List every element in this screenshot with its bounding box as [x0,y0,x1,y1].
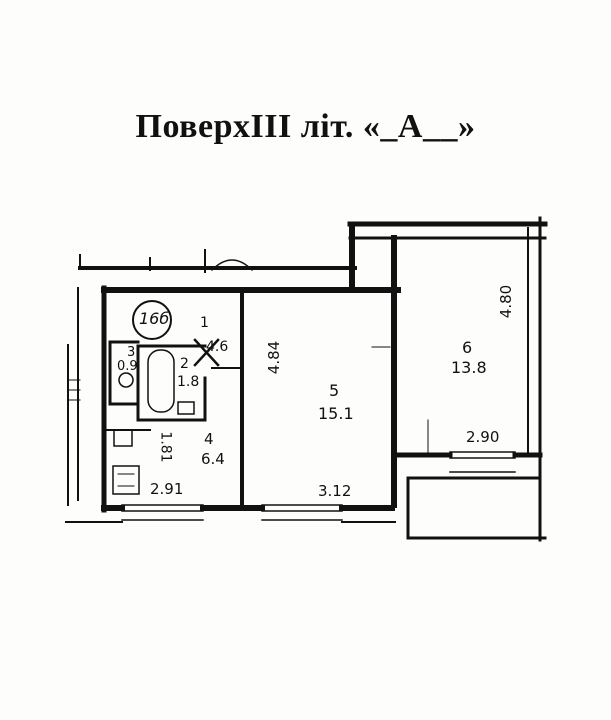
window-room5 [261,504,343,521]
wall-room6-lower [406,476,547,540]
title-prefix: Поверх [135,108,251,145]
window-kitchen [121,504,204,521]
room-4-area: 6.4 [201,450,225,468]
stove [112,465,140,495]
arc-fragment [210,259,254,272]
sink [177,401,195,415]
room-6-area: 13.8 [451,358,487,377]
title-letter: _А__ [380,108,458,145]
floor-plan-title: ПоверхIII літ. «_А__» [0,108,611,158]
room-3-area: 0.9 [117,359,138,374]
room-1-area: 4.6 [206,339,229,355]
kitchen-sink [113,429,133,447]
room-6-number: 6 [462,338,473,357]
stove-burners [117,473,135,487]
stair-marks [67,379,81,401]
wall-wc [108,340,140,406]
room-5-number: 5 [329,381,340,400]
dim-room5-height: 4.84 [265,340,284,375]
stamp-circle [132,300,172,340]
room-4-number: 4 [204,430,214,448]
dim-room6-height: 4.80 [497,284,516,319]
vent-cross [193,338,220,367]
wall-fragment-top [79,249,206,273]
stamp-label: 16б [139,309,170,328]
wall-bath [136,344,207,422]
room-2-number: 2 [180,356,189,372]
window-room6 [449,451,516,473]
dim-room4-width: 2.91 [150,480,184,498]
room-2-area: 1.8 [177,374,200,390]
room-5-area: 15.1 [318,404,354,423]
room-3-number: 3 [127,345,136,360]
title-suffix: » [457,108,476,145]
toilet [118,372,134,388]
bathtub [147,349,175,413]
dim-room5-width: 3.12 [318,482,352,500]
dim-room4-height: 1.81 [157,431,174,463]
dim-room6-width: 2.90 [466,428,500,446]
title-floor: III [250,108,292,145]
room-1-number: 1 [200,315,209,331]
title-lit: літ. « [300,108,381,145]
